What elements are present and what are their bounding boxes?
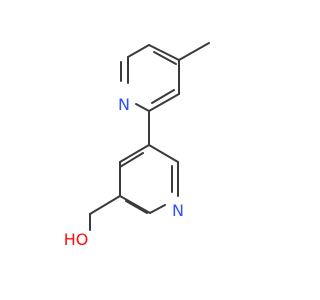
nitrogen-atom-label: N — [172, 201, 184, 220]
bonds — [89, 42, 210, 231]
bond — [135, 103, 150, 112]
hydroxyl-label: HO — [64, 230, 89, 249]
bond — [125, 200, 148, 214]
bond — [89, 195, 121, 215]
bond — [127, 44, 150, 58]
bond — [148, 44, 180, 61]
atom-labels: N N HO — [64, 95, 184, 249]
molecule-drawing: N N HO — [64, 42, 210, 249]
bond — [149, 204, 166, 214]
bond — [178, 42, 210, 61]
bond — [119, 152, 144, 168]
bond — [151, 89, 175, 104]
bond — [148, 93, 180, 112]
nitrogen-atom-label: N — [118, 95, 130, 114]
bond — [119, 195, 151, 214]
bond — [148, 144, 179, 163]
bond — [153, 51, 177, 65]
structure-canvas: N N HO — [64, 42, 210, 249]
bond — [119, 144, 150, 163]
